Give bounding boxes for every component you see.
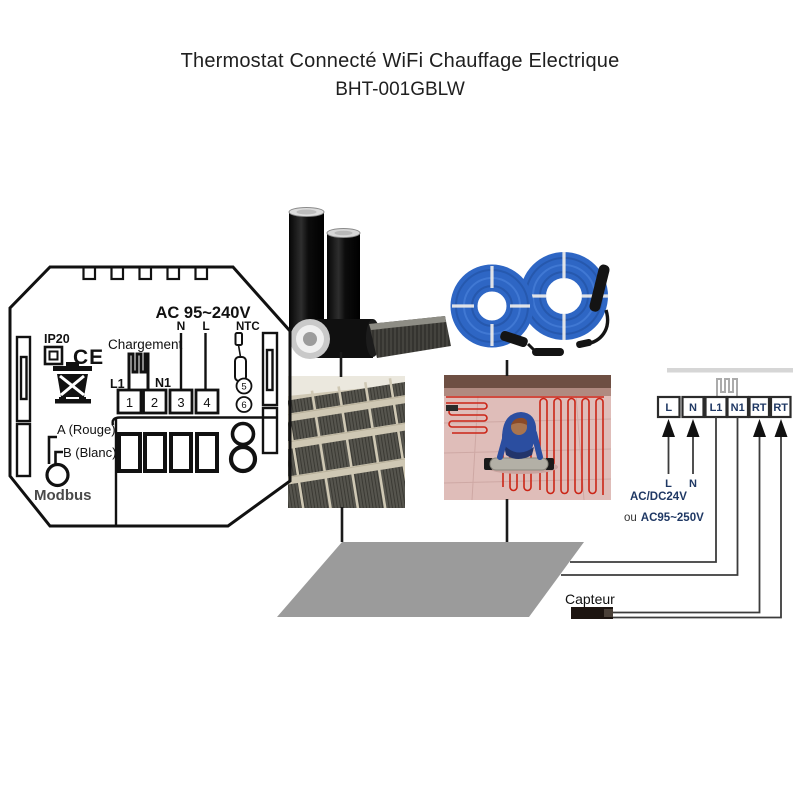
modbus-label: Modbus [34,487,92,504]
capteur-sensor [571,607,613,619]
circle-6-label: 6 [241,400,246,411]
terminal-2: 2 [151,395,158,410]
wire-a-label: A (Rouge) [57,422,116,437]
incoming-n-label: N [689,478,697,490]
capteur-sensor-tip [604,609,613,617]
power-voltage: AC95~250V [641,512,704,524]
ntc-label: NTC [236,321,260,333]
ip20-label: IP20 [44,332,70,346]
terminal-4: 4 [203,395,210,410]
power-supply-line1: AC/DC24V [630,491,687,503]
inner-divider [111,416,278,426]
capteur-label: Capteur [565,591,615,607]
wires [561,417,782,619]
terminal-RT2: RT [773,402,788,414]
heating-mat-install-photo [444,375,611,500]
film-rows [288,378,405,508]
power-ou: ou [624,512,637,524]
connector-lines [339,352,509,542]
title-line2-model: BHT-001GBLW [335,79,465,100]
terminal-block-labels: L N L1 N1 RT RT [665,402,788,414]
n-l-wires [179,333,207,390]
mounting-bar [667,368,793,373]
installer-person [484,412,558,474]
coil-right [520,252,610,349]
terminal-L1: L1 [710,402,723,414]
ntc-probe-icon [234,332,247,382]
terminal-N1: N1 [731,402,745,414]
page-title: Thermostat Connecté WiFi Chauffage Elect… [0,50,800,101]
l1-terminal-label: L1 [110,377,125,391]
coil-left [450,264,564,356]
thermostat-side-slots [15,331,279,478]
circle-5 [235,377,253,395]
voltage-label: AC 95~240V [156,304,251,322]
modbus-connector [45,462,70,488]
terminal-1: 1 [126,395,133,410]
round-cutout-large [228,444,258,474]
load-symbol [127,352,150,390]
weee-bin-icon [53,362,92,404]
heating-mat-install-art [444,375,611,500]
thermostat-outline [8,265,292,528]
lower-cutouts [117,432,219,473]
incoming-l-label: L [665,478,672,490]
n-wire-label: N [177,319,186,333]
round-cutout-small [230,421,256,447]
load-symbol-gray [716,378,738,397]
terminal-RT1: RT [752,402,767,414]
floor-surface [277,542,584,617]
heating-cable-coils-art [450,252,610,356]
terminal-N: N [689,402,697,414]
terminal-boxes-1-4 [116,388,220,415]
ip20-icon [43,345,64,366]
chargement-label: Chargement [108,337,183,352]
terminal-block [656,395,792,419]
heating-cable-coils-photo [448,238,614,368]
heating-film-rolls-photo [283,202,451,360]
ce-mark-icon: CE [73,346,104,369]
film-installed-art [288,376,405,508]
terminal-arrows [662,419,788,437]
terminal-L: L [665,402,672,414]
l-wire-label: L [202,319,209,333]
film-installed-photo [288,376,405,508]
circle-5-label: 5 [241,382,246,393]
thermostat-top-tabs [82,265,209,281]
terminal-3: 3 [177,395,184,410]
power-supply-line2: ou AC95~250V [624,512,704,524]
wire-b-label: B (Blanc) [63,445,116,460]
heating-film-rolls-art [288,207,451,359]
title-line1: Thermostat Connecté WiFi Chauffage Elect… [180,50,620,72]
terminal-numbers: 1 2 3 4 [126,395,211,410]
circle-6 [235,396,253,413]
n1-terminal-label: N1 [155,376,171,390]
modbus-wires [47,435,63,464]
